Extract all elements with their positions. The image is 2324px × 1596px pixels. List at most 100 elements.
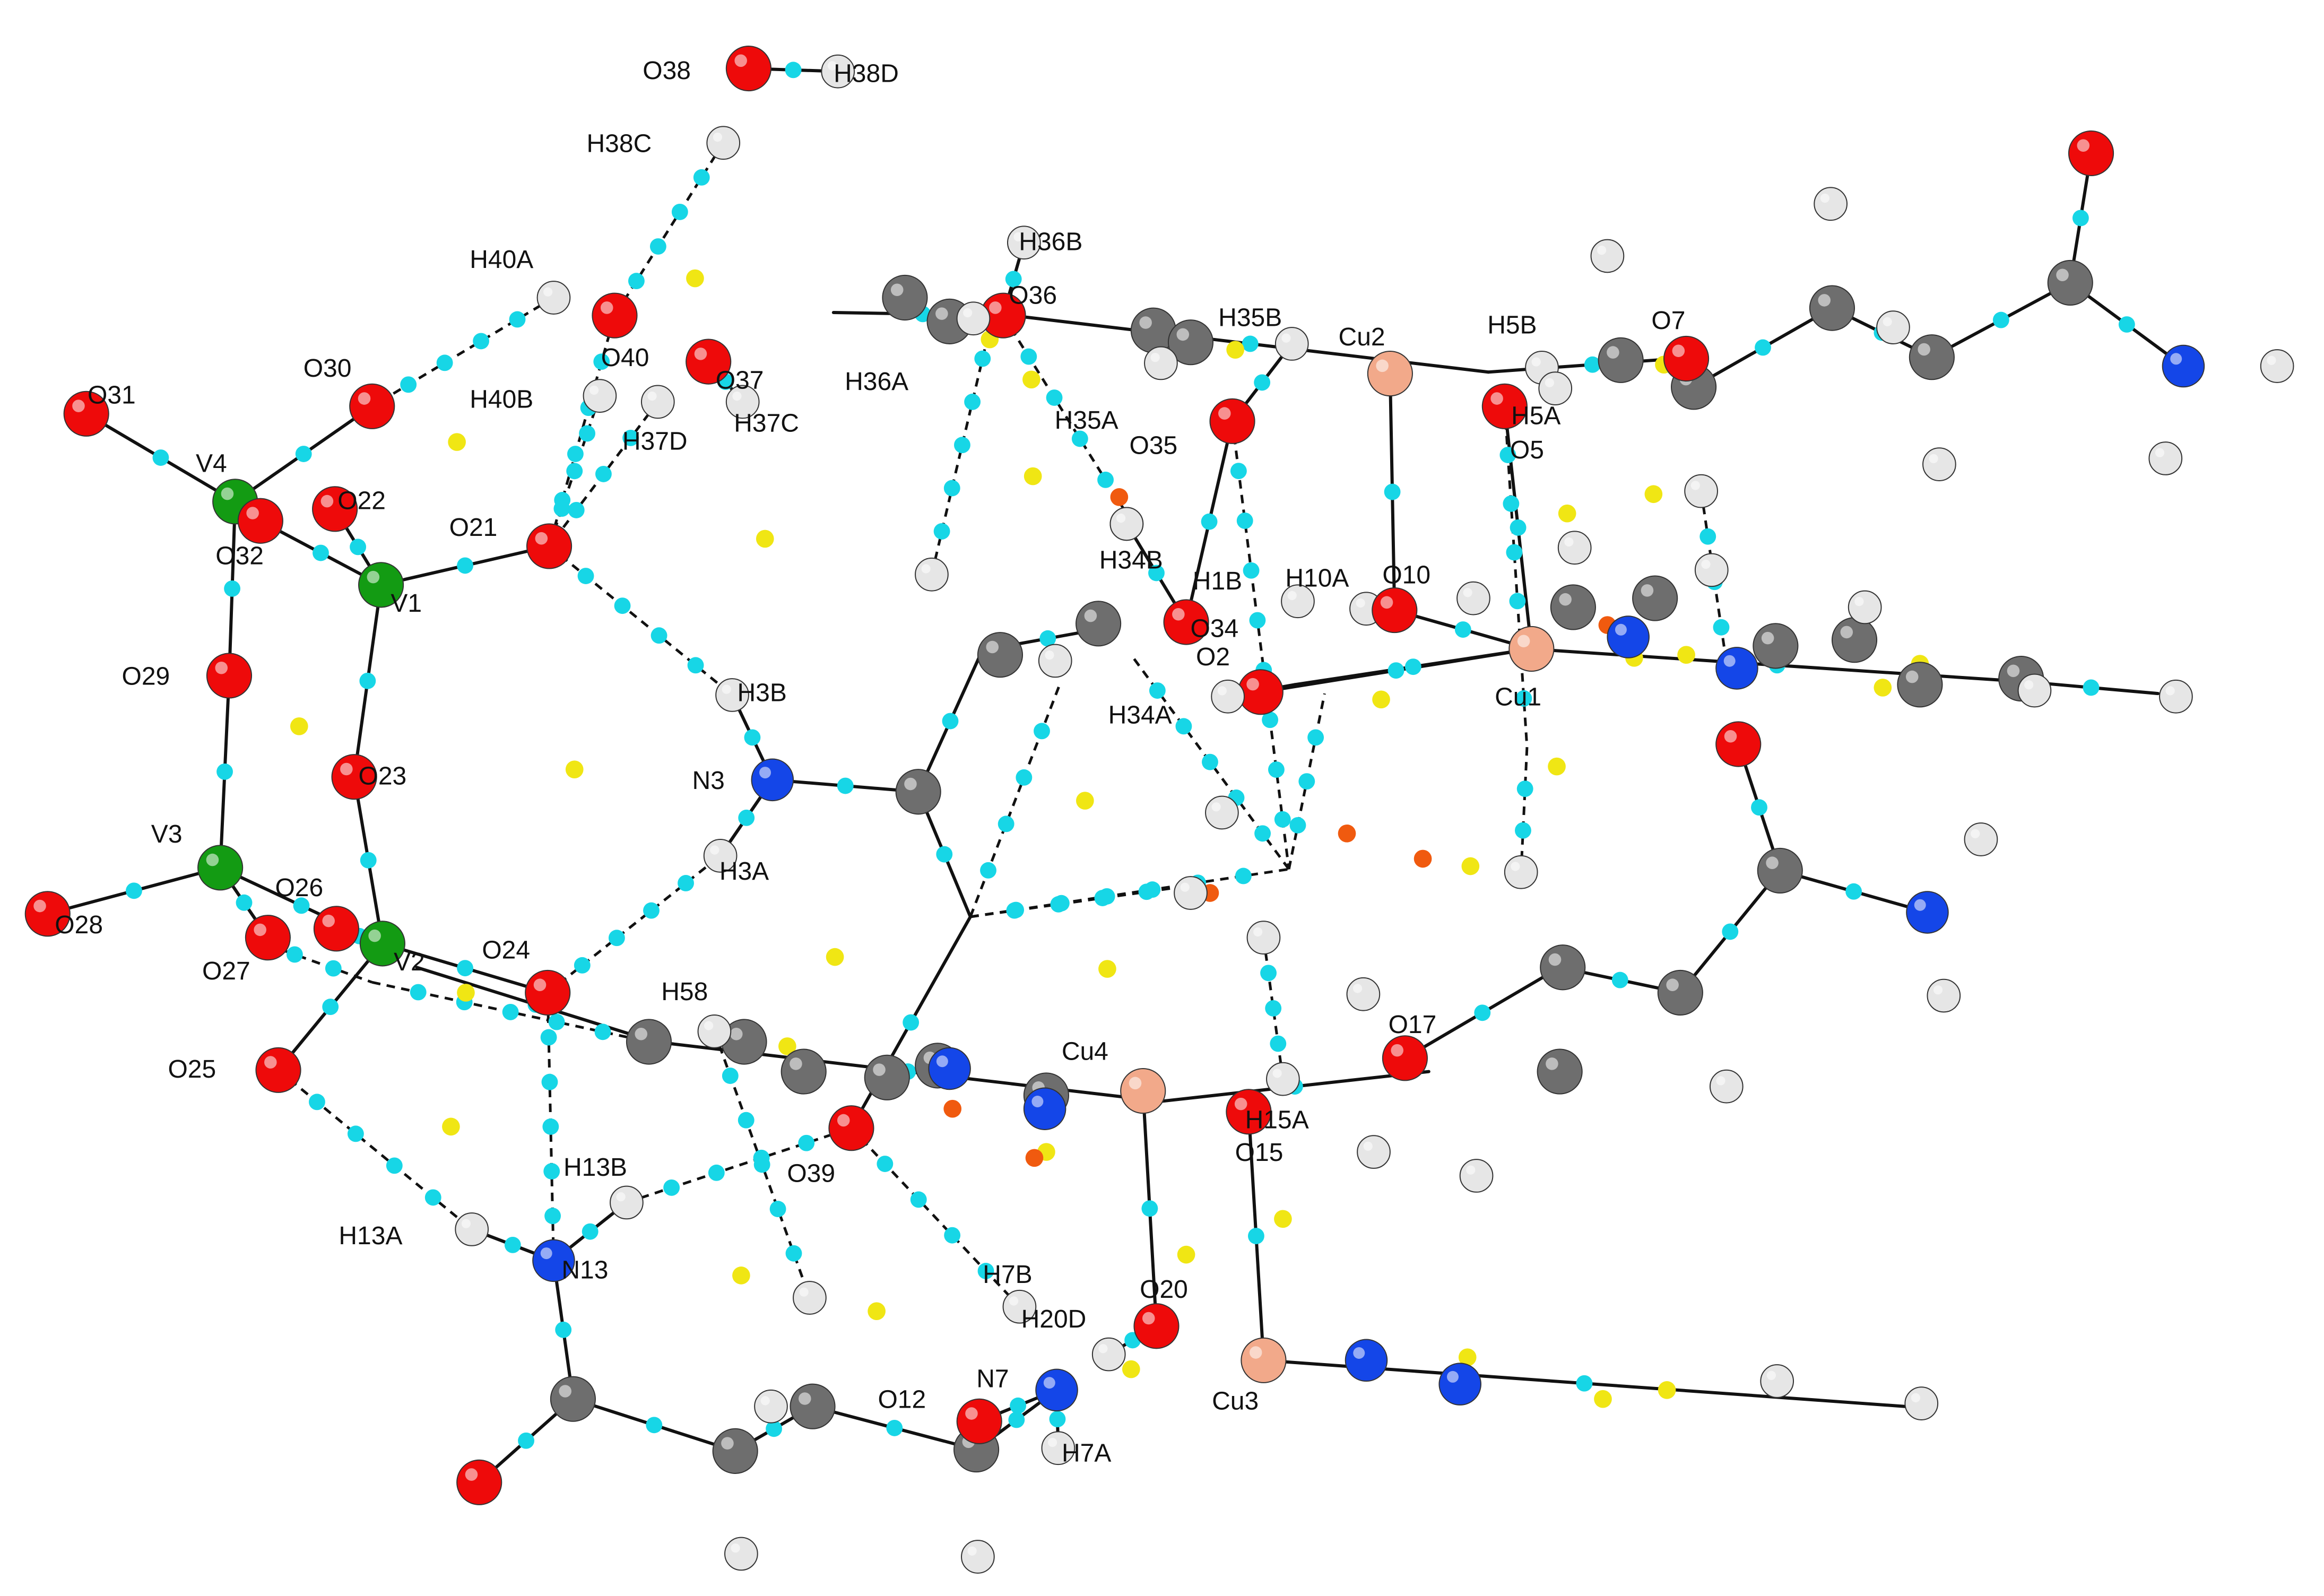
atom-c-unlabeled	[550, 1376, 596, 1422]
atom-n-unlabeled-highlight	[1914, 899, 1926, 911]
bcp-marker	[224, 580, 241, 597]
bcp-marker	[933, 523, 950, 540]
bcp-marker	[1474, 1004, 1491, 1021]
bcp-marker	[347, 1125, 364, 1142]
bcp-marker	[309, 1094, 325, 1111]
atom-c-unlabeled	[1537, 1048, 1583, 1095]
label-h40b: H40B	[470, 386, 533, 414]
label-n7: N7	[976, 1365, 1009, 1393]
ring-critical-point	[1658, 1381, 1676, 1399]
ring-critical-point	[1122, 1360, 1140, 1378]
bcp-marker	[1049, 1411, 1066, 1427]
atom-h-unlabeled-highlight	[2165, 686, 2175, 696]
label-cu1: Cu1	[1495, 683, 1541, 712]
label-o5: O5	[1510, 436, 1544, 464]
bcp-marker	[785, 62, 802, 79]
atom-h-unlabeled-highlight	[1690, 481, 1700, 490]
atom-h-unlabeled	[1964, 822, 1998, 856]
atom-v3	[197, 845, 244, 891]
ring-critical-point	[868, 1302, 886, 1321]
atom-h-unlabeled	[1038, 644, 1072, 678]
atom-o10-highlight	[1380, 596, 1393, 609]
atom-h-unlabeled	[1504, 855, 1538, 889]
atom-h-unlabeled-highlight	[1933, 985, 1943, 995]
label-o10: O10	[1382, 561, 1430, 589]
label-o20: O20	[1140, 1276, 1188, 1304]
atom-c-unlabeled-highlight	[1818, 294, 1831, 307]
atom-o5-highlight	[1490, 392, 1503, 405]
bcp-marker	[1503, 495, 1520, 512]
bcp-marker	[574, 957, 591, 974]
atom-h3a-highlight	[710, 845, 719, 855]
label-o28: O28	[55, 911, 103, 939]
atom-n-unlabeled	[1438, 1363, 1481, 1406]
bcp-marker	[1576, 1375, 1593, 1392]
atom-n-unlabeled	[1023, 1087, 1066, 1130]
bcp-marker	[553, 500, 570, 517]
atom-c-unlabeled	[2047, 259, 2093, 306]
atom-c-unlabeled	[712, 1428, 758, 1474]
atom-h-unlabeled-highlight	[1564, 537, 1574, 547]
label-n3: N3	[692, 767, 725, 795]
atom-v2-highlight	[368, 929, 381, 942]
bcp-marker	[1515, 690, 1532, 707]
bcp-marker	[1499, 447, 1516, 463]
bcp-marker	[502, 1003, 519, 1020]
bcp-marker	[567, 446, 584, 462]
bcp-marker	[542, 1118, 559, 1135]
atom-n-unlabeled-highlight	[1446, 1371, 1459, 1383]
atom-o32-highlight	[246, 507, 259, 519]
bcp-marker	[548, 1013, 565, 1030]
atom-o20	[1133, 1303, 1180, 1349]
atom-c-unlabeled-highlight	[1139, 316, 1152, 329]
atom-h-unlabeled-highlight	[1820, 193, 1829, 203]
atom-h38c-highlight	[713, 132, 723, 142]
label-h13a: H13A	[339, 1222, 402, 1250]
bcp-marker	[910, 1191, 927, 1208]
bcp-marker	[678, 875, 694, 891]
hydrogen-bond-6	[277, 1069, 473, 1230]
ring-critical-point	[565, 760, 584, 779]
bcp-marker	[943, 480, 960, 497]
ring-critical-point	[826, 948, 844, 966]
atom-h-unlabeled	[1346, 977, 1381, 1011]
label-h5b: H5B	[1487, 311, 1537, 339]
bcp-marker	[798, 1134, 815, 1151]
atom-h10a-highlight	[1356, 598, 1365, 608]
bcp-marker	[903, 1014, 920, 1031]
atom-o-unlabeled	[456, 1459, 502, 1505]
ring-critical-point	[1677, 646, 1695, 664]
label-o15: O15	[1235, 1139, 1284, 1167]
atom-o25-highlight	[264, 1056, 277, 1069]
atom-c-unlabeled-highlight	[1176, 328, 1190, 341]
atom-cu3	[1241, 1337, 1287, 1383]
ring-critical-point	[1226, 341, 1244, 359]
label-o36: O36	[1009, 281, 1057, 309]
atom-o-unlabeled-highlight	[2077, 139, 2090, 152]
label-h7b: H7B	[983, 1261, 1032, 1289]
atom-c-unlabeled	[895, 769, 941, 815]
bcp-marker	[722, 1068, 739, 1084]
bcp-marker	[1509, 593, 1526, 610]
bcp-marker	[1992, 311, 2009, 328]
bcp-marker	[663, 1179, 680, 1196]
bcp-marker	[295, 446, 312, 462]
atom-c-unlabeled-highlight	[1905, 670, 1919, 683]
atom-h15a-highlight	[1272, 1069, 1282, 1078]
atom-n3-highlight	[759, 767, 771, 779]
atom-c-unlabeled	[1897, 662, 1943, 708]
atom-o-unlabeled-highlight	[465, 1468, 478, 1481]
atom-o23-highlight	[340, 762, 353, 776]
atom-o34-highlight	[1172, 608, 1185, 621]
label-n13: N13	[561, 1256, 608, 1285]
bcp-marker	[594, 1023, 611, 1040]
bcp-marker	[936, 846, 953, 863]
bcp-marker	[753, 1156, 770, 1173]
ring-critical-point	[1177, 1245, 1195, 1264]
atom-h-unlabeled-highlight	[1180, 882, 1190, 892]
atom-h40a	[536, 281, 571, 315]
atom-o15-highlight	[1234, 1097, 1247, 1111]
atom-h34b-highlight	[1116, 513, 1126, 523]
atom-h-unlabeled-highlight	[2155, 448, 2165, 457]
